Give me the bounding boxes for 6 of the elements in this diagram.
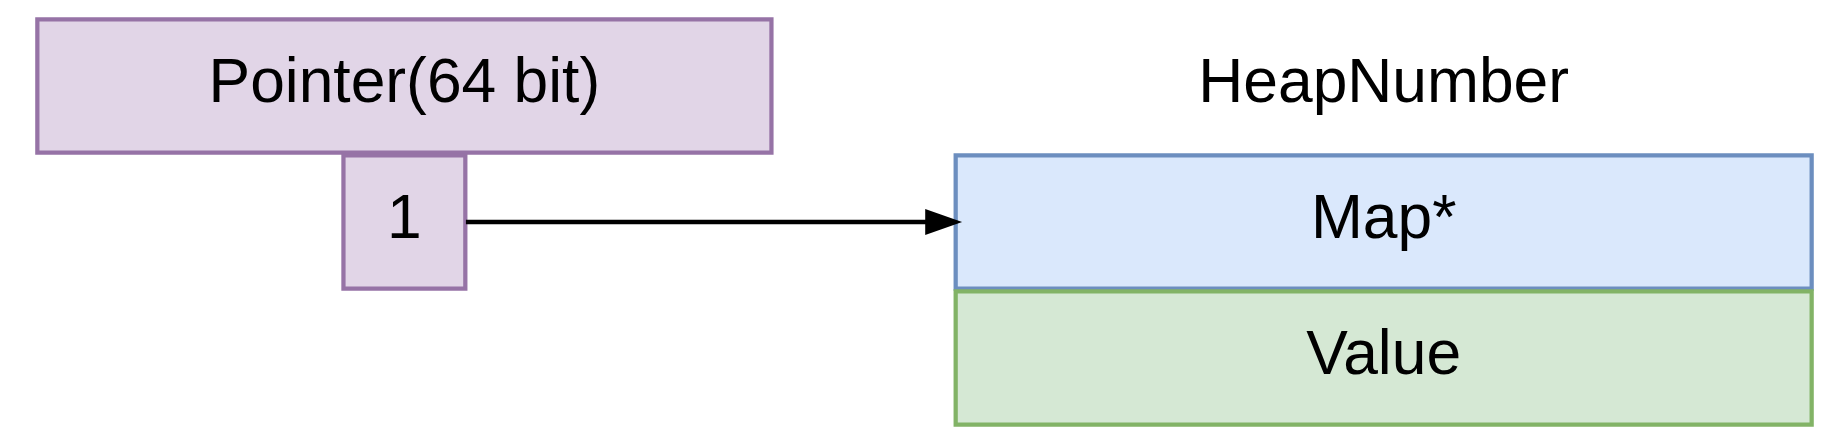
arrow: [465, 209, 962, 235]
node-box: Pointer(64 bit): [34, 17, 774, 155]
label: HeapNumber: [1197, 45, 1569, 115]
node-box: 1: [340, 153, 467, 291]
node-box: Value: [953, 289, 1814, 427]
node-box: Map*: [953, 153, 1814, 291]
